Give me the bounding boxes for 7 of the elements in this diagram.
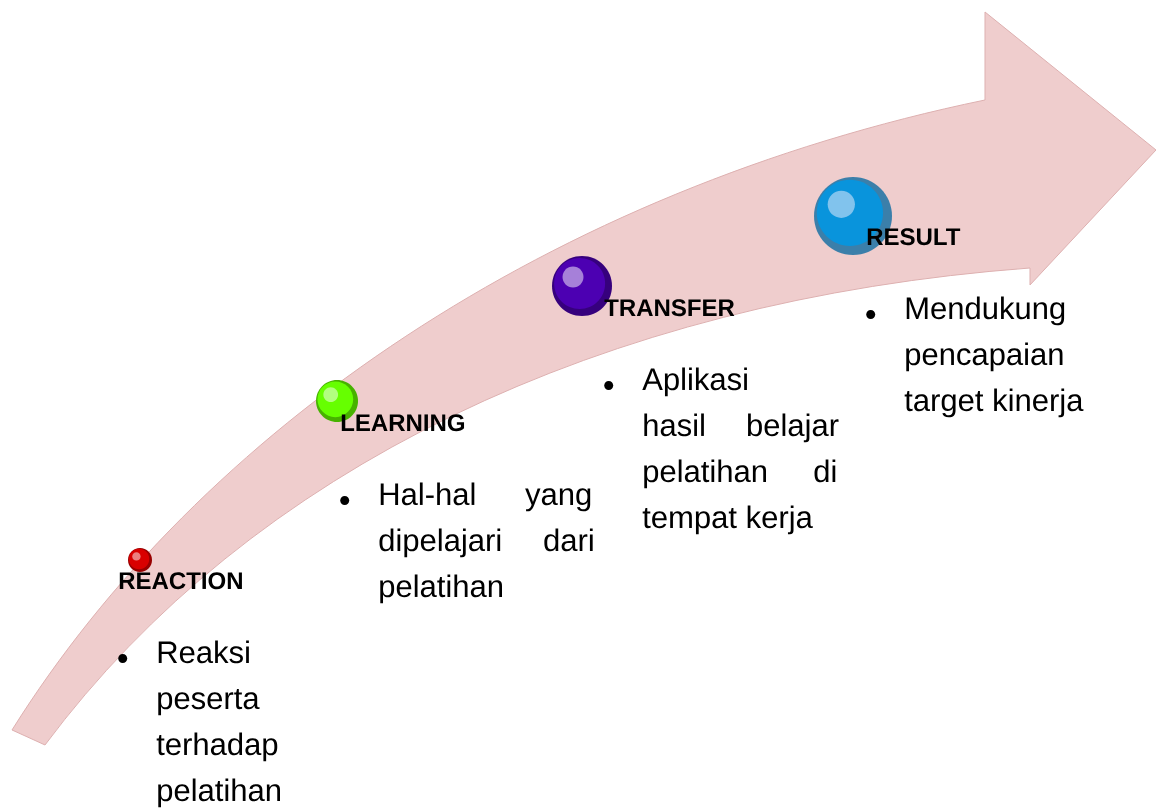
- stage-heading: TRANSFER: [604, 299, 735, 317]
- bullet-text: Mendukung pencapaian target kinerja: [904, 296, 1084, 418]
- bullet-text: Hal-hal yang dipelajari dari pelatihan: [379, 482, 593, 604]
- stage-heading: LEARNING: [341, 414, 465, 432]
- stage-heading: REACTION: [119, 572, 242, 590]
- bullet-text: Aplikasi hasil belajar pelatihan di tempat kerja: [642, 367, 839, 535]
- bullet-text: Reaksi peserta terhadap pelatihan: [156, 640, 280, 808]
